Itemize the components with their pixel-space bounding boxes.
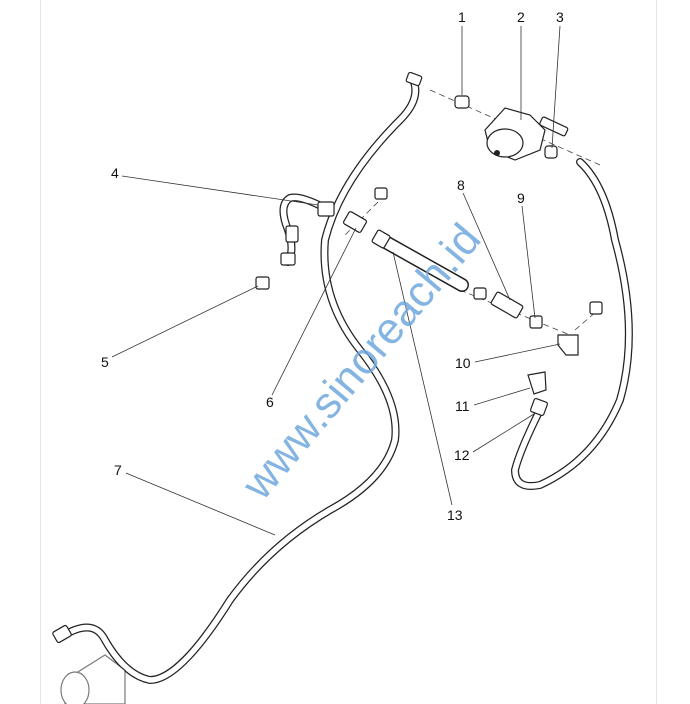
callout-5: 5 — [101, 354, 109, 370]
callout-10: 10 — [455, 355, 471, 371]
callout-4: 4 — [111, 165, 119, 181]
adapter-8 — [490, 291, 524, 319]
fitting-9 — [529, 315, 543, 329]
clamp-3 — [544, 145, 558, 159]
nut-5 — [255, 276, 270, 290]
callout-9: 9 — [517, 190, 525, 206]
callout-13: 13 — [447, 507, 463, 523]
nut-right — [589, 301, 603, 315]
pump-2 — [484, 107, 569, 161]
callout-6: 6 — [266, 394, 274, 410]
callout-1: 1 — [458, 9, 466, 25]
callout-7: 7 — [114, 462, 122, 478]
leader-lines — [111, 25, 561, 536]
fitting-1 — [454, 95, 470, 109]
callout-11: 11 — [455, 398, 470, 414]
hydraulic-pump-bottom — [60, 654, 126, 704]
callout-12: 12 — [454, 447, 470, 463]
page-frame — [40, 0, 657, 704]
elbow-11 — [527, 371, 547, 395]
callout-8: 8 — [457, 177, 465, 193]
callout-2: 2 — [517, 9, 525, 25]
hose-7 — [52, 71, 423, 684]
tee-fitting-6 — [342, 211, 368, 233]
elbow-10 — [557, 334, 579, 356]
nut — [473, 287, 487, 300]
pipe-13 — [371, 229, 469, 292]
callout-3: 3 — [556, 9, 564, 25]
hose-4 — [279, 193, 335, 266]
hose-12 — [511, 158, 633, 490]
plug-fitting — [374, 187, 388, 200]
